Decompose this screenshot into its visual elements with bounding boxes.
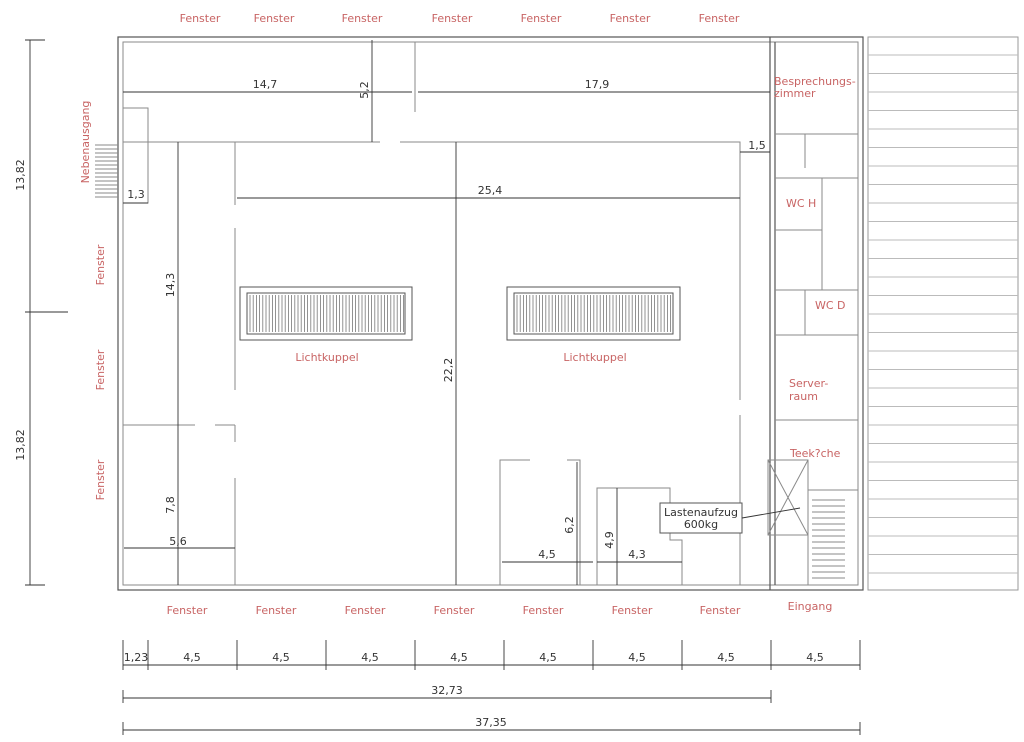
window-label: Fenster (521, 12, 562, 25)
elevator-capacity: 600kg (684, 518, 718, 531)
skylight-right (506, 286, 681, 341)
elevator-label: Lastenaufzug (664, 506, 738, 519)
dim-text: 4,5 (272, 651, 290, 664)
dim-text: 7,8 (164, 496, 177, 514)
dim-text: 17,9 (585, 78, 610, 91)
skylight-left (239, 286, 413, 341)
server-room-label: Server- (789, 377, 828, 390)
window-label: Fenster (180, 12, 221, 25)
window-label: Fenster (94, 459, 107, 500)
window-label: Fenster (342, 12, 383, 25)
window-label: Fenster (167, 604, 208, 617)
top-window-labels: Fenster Fenster Fenster Fenster Fenster … (180, 12, 740, 25)
dimension-texts: 13,82 13,82 1,23 4,5 4,5 4,5 4,5 4,5 4,5… (14, 78, 824, 729)
window-label: Fenster (94, 244, 107, 285)
wc-women-label: WC D (815, 299, 846, 312)
dim-text: 4,5 (538, 548, 556, 561)
dim-text: 14,3 (164, 273, 177, 298)
hatched-annex (867, 36, 1019, 591)
dim-text: 4,5 (539, 651, 557, 664)
window-label: Fenster (610, 12, 651, 25)
dim-text: 4,5 (450, 651, 468, 664)
dim-text: 4,5 (628, 651, 646, 664)
dim-text: 4,3 (628, 548, 646, 561)
wc-men-label: WC H (786, 197, 816, 210)
dim-text: 32,73 (431, 684, 463, 697)
dim-text: 4,9 (603, 531, 616, 549)
dim-text: 5,2 (358, 81, 371, 99)
dimension-lines (25, 39, 861, 735)
window-label: Fenster (432, 12, 473, 25)
dim-text: 4,5 (183, 651, 201, 664)
window-label: Fenster (612, 604, 653, 617)
dim-text: 13,82 (14, 429, 27, 461)
dim-text: 22,2 (442, 358, 455, 383)
dim-text: 37,35 (475, 716, 507, 729)
window-label: Fenster (94, 349, 107, 390)
window-label: Fenster (699, 12, 740, 25)
dim-text: 14,7 (253, 78, 278, 91)
kitchen-label: Teek?che (789, 447, 841, 460)
outer-walls (117, 36, 864, 591)
elevator-label-box (659, 502, 743, 534)
window-label: Fenster (700, 604, 741, 617)
dim-text: 5,6 (169, 535, 187, 548)
window-label: Fenster (256, 604, 297, 617)
dim-text: 1,23 (124, 651, 149, 664)
meeting-room-label: zimmer (774, 87, 816, 100)
entrance-label: Eingang (788, 600, 833, 613)
dim-text: 4,5 (361, 651, 379, 664)
window-label: Fenster (434, 604, 475, 617)
server-room-label: raum (789, 390, 818, 403)
window-label: Fenster (345, 604, 386, 617)
room-labels: Besprechungs- zimmer WC H WC D Server- r… (295, 75, 855, 531)
bottom-window-labels: Fenster Fenster Fenster Fenster Fenster … (167, 600, 833, 617)
dim-text: 1,3 (127, 188, 145, 201)
interior-walls (95, 42, 859, 586)
window-label: Fenster (254, 12, 295, 25)
dim-text: 4,5 (717, 651, 735, 664)
skylight-label: Lichtkuppel (295, 351, 358, 364)
skylight-label: Lichtkuppel (563, 351, 626, 364)
window-label: Fenster (523, 604, 564, 617)
meeting-room-label: Besprechungs- (774, 75, 856, 88)
dim-text: 6,2 (563, 516, 576, 534)
dim-text: 1,5 (748, 139, 766, 152)
dim-text: 4,5 (806, 651, 824, 664)
left-labels: Fenster Fenster Fenster Nebenausgang (79, 101, 107, 501)
side-exit-label: Nebenausgang (79, 101, 92, 184)
dim-text: 13,82 (14, 159, 27, 191)
dim-text: 25,4 (478, 184, 503, 197)
